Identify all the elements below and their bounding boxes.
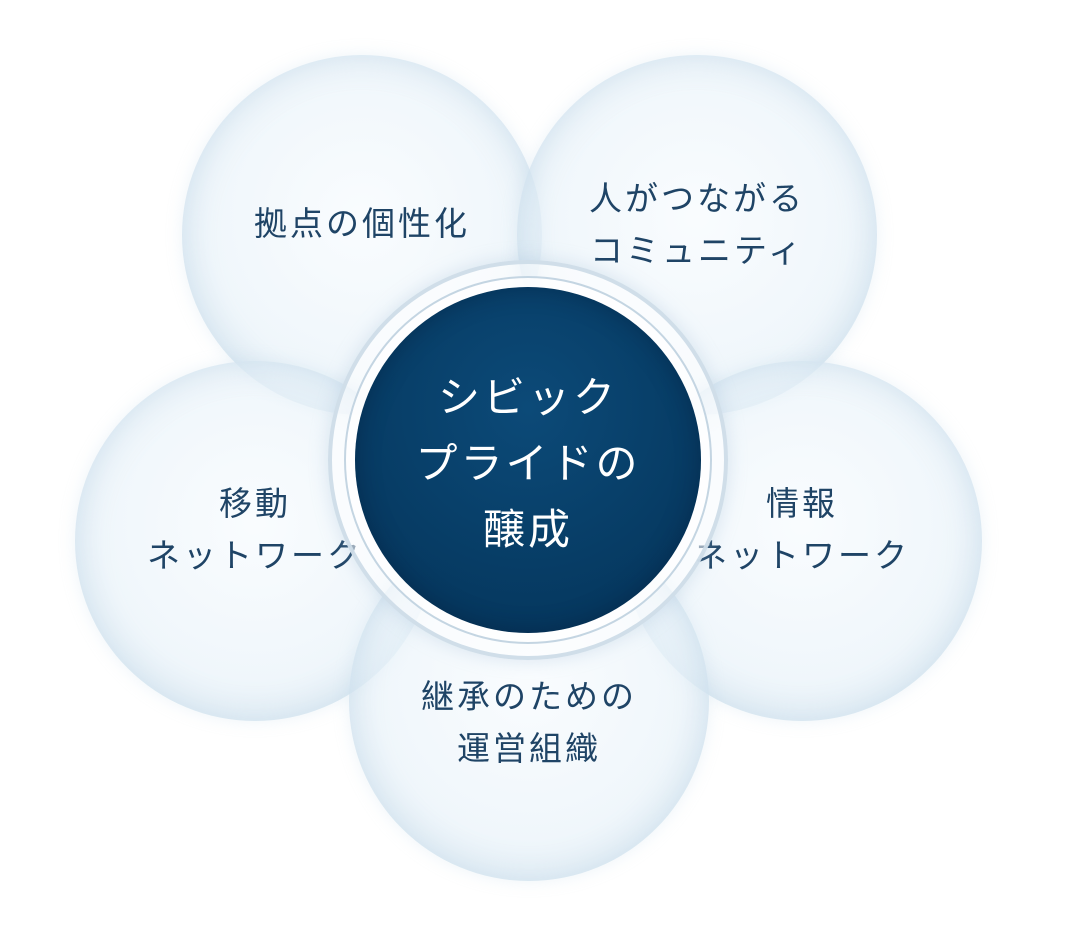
center-label-line: 醸成 <box>482 505 573 554</box>
center-circle: シビック プライドの 醸成 <box>355 287 701 633</box>
center-label-line: シビック <box>437 373 618 422</box>
center-label-line: プライドの <box>415 439 641 488</box>
node-label-line: 情報 <box>766 484 838 523</box>
node-label-line: 人がつながる <box>589 179 805 218</box>
node-label-top-left: 拠点の個性化 <box>182 198 542 250</box>
node-label-line: 移動 <box>219 484 291 523</box>
node-label-line: コミュニティ <box>589 231 805 270</box>
node-label-line: 継承のための <box>421 677 637 716</box>
node-label-top-right: 人がつながる コミュニティ <box>517 173 877 277</box>
node-label-bottom: 継承のための 運営組織 <box>349 671 709 775</box>
node-label-line: ネットワーク <box>147 536 363 575</box>
node-label-line: 拠点の個性化 <box>254 204 470 243</box>
node-label-mid-right: 情報 ネットワーク <box>622 478 982 582</box>
node-bubble-top-right: 人がつながる コミュニティ <box>517 55 877 415</box>
node-label-mid-left: 移動 ネットワーク <box>75 478 435 582</box>
node-label-line: ネットワーク <box>694 536 910 575</box>
center-label: シビック プライドの 醸成 <box>355 365 701 563</box>
node-label-line: 運営組織 <box>457 729 601 768</box>
